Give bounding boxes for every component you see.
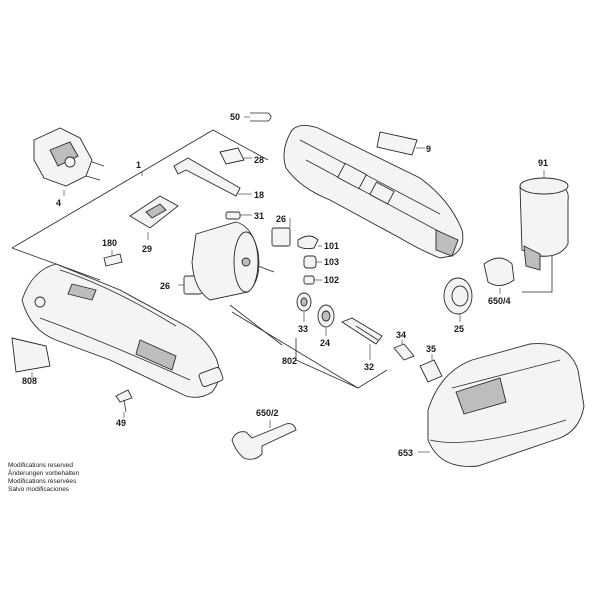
part-clip-50 [244,112,272,122]
callout-650-4: 650/4 [488,296,511,306]
part-nose-cap-650-4 [483,257,515,294]
part-block-26a [271,227,291,247]
callout-180: 180 [102,238,117,248]
notice-line-en: Modifications reserved [8,462,74,469]
callout-9: 9 [426,144,431,154]
leader-lines [63,172,291,256]
callout-26-lower: 26 [160,281,170,291]
part-nose-ring-25 [443,277,473,322]
part-collet-nut-35 [419,354,443,383]
modifications-notice: Modifications reserved Änderungen vorbeh… [8,462,79,494]
callout-653: 653 [398,448,413,458]
part-label-180 [103,253,123,267]
part-switch-module-4 [33,127,105,187]
notice-line-de: Änderungen vorbehalten [8,470,80,477]
callout-91: 91 [538,158,548,168]
callout-35: 35 [426,344,436,354]
callout-4: 4 [56,198,61,208]
callout-24: 24 [320,338,330,348]
part-grip-pad-808 [11,337,51,378]
callout-802: 802 [282,356,297,366]
callout-103: 103 [324,257,339,267]
callout-18: 18 [254,190,264,200]
part-label-plate-9 [376,131,425,156]
part-slider-18 [173,157,252,197]
assembly-frame-802 [231,311,388,389]
callout-49: 49 [116,418,126,428]
callout-31: 31 [254,211,264,221]
callout-101: 101 [324,241,339,251]
part-collet-34 [393,340,415,361]
part-upper-housing [283,125,464,259]
callout-32: 32 [364,362,374,372]
callout-650-2: 650/2 [256,408,279,418]
callout-26-upper: 26 [276,214,286,224]
part-bushing-103 [303,255,322,269]
callout-808: 808 [22,376,37,386]
part-bracket-28 [219,147,252,165]
part-ring-102 [303,275,322,285]
callout-25: 25 [454,324,464,334]
part-bearing-24 [317,304,335,336]
callout-34: 34 [396,330,406,340]
part-cap-101 [297,235,322,250]
notice-line-es: Salvo modificaciones [8,486,70,493]
part-wrench-650-2 [231,420,297,460]
part-frame-29 [129,195,179,240]
part-charger-653 [418,343,585,467]
part-bearing-33 [296,292,312,322]
part-screw-49 [115,389,133,418]
callout-labels: 1 4 50 9 28 18 31 26 29 180 26 101 103 1… [22,112,548,458]
notice-line-fr: Modifications réservées [8,478,77,485]
callout-102: 102 [324,275,339,285]
part-shaft-32 [341,317,383,360]
callout-50: 50 [230,112,240,122]
part-battery-91 [519,170,569,271]
callout-33: 33 [298,324,308,334]
part-spring-31 [225,211,252,220]
callout-1: 1 [136,160,141,170]
part-motor [191,221,275,301]
callout-28: 28 [254,155,264,165]
part-lower-housing [21,263,224,398]
callout-29: 29 [142,244,152,254]
